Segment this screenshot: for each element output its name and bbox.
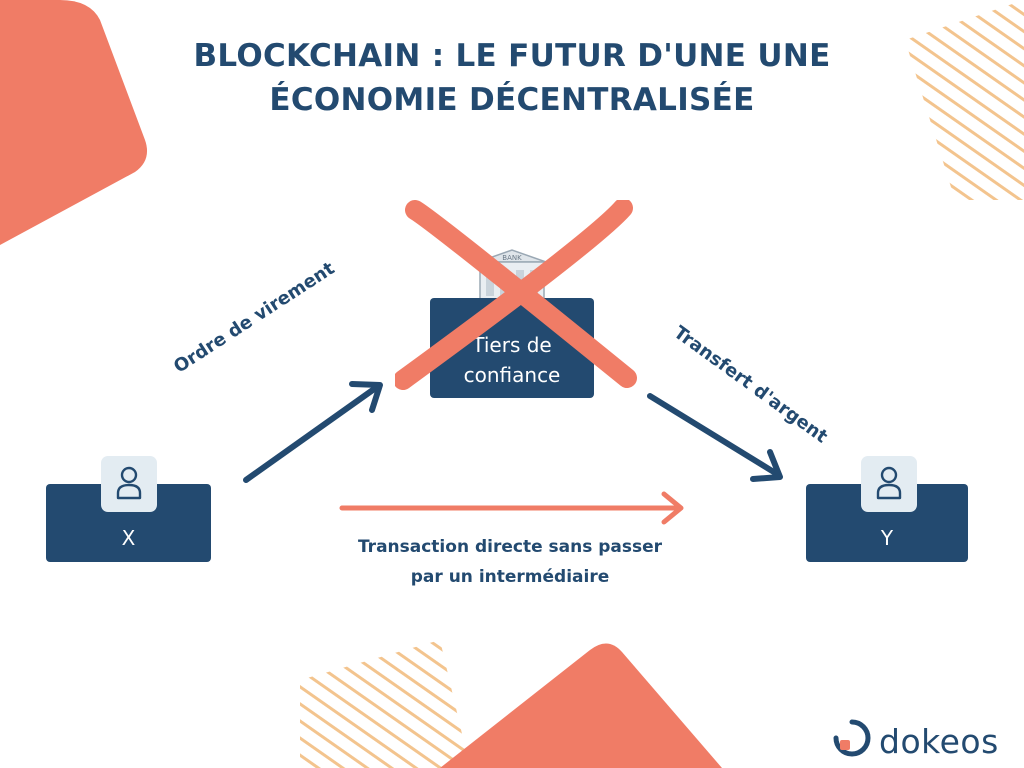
edge-label-direct-line-1: Transaction directe sans passer [357,537,663,557]
title-line-2: ÉCONOMIE DÉCENTRALISÉE [269,82,755,118]
node-trusted-third-party-label: Tiers de confiance [463,333,561,387]
user-icon [876,466,902,500]
arrow-transfer [647,393,783,482]
edge-label-direct: Transaction directe sans passer par un i… [300,532,720,592]
arrow-direct [339,491,684,525]
node-x-label: X [121,526,136,550]
bank-icon-text: BANK [502,254,522,262]
title-line-1: BLOCKCHAIN : LE FUTUR D'UNE UNE [193,38,831,74]
edge-label-direct-line-2: par un intermédiaire [410,567,610,587]
arrow-order [243,381,383,483]
decor-stripes-bottom [300,640,470,768]
decor-shape-bottom [440,643,722,768]
node-y-avatar [861,456,917,512]
decor-shape-top-left [0,0,148,245]
decor-stripes-top-right [905,0,1024,200]
node-x-avatar [101,456,157,512]
user-icon [116,466,142,500]
brand-name: dokeos [879,722,999,761]
page-title: BLOCKCHAIN : LE FUTUR D'UNE UNE ÉCONOMIE… [112,34,912,122]
dokeos-logo-icon [833,719,871,757]
cross-icon [395,200,637,390]
node-y-label: Y [880,526,894,550]
